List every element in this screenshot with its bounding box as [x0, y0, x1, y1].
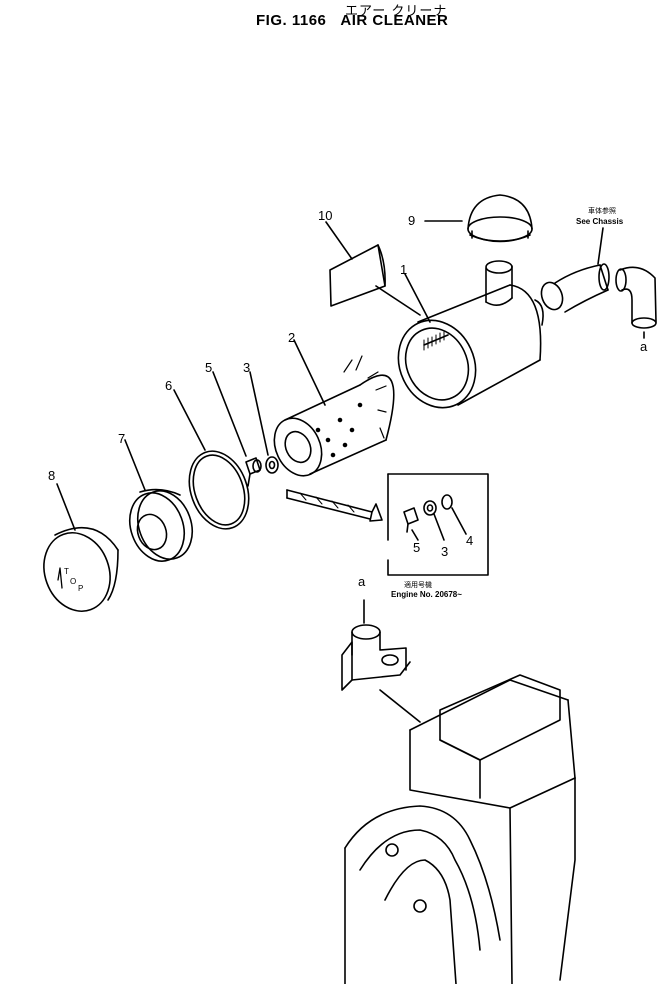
- air-cleaner-body: [397, 260, 544, 409]
- leader-7: [124, 439, 146, 491]
- filter-element: [273, 355, 395, 477]
- callout-7: 7: [118, 431, 125, 446]
- japanese-title: エアー クリーナ: [345, 4, 448, 19]
- detail-arrow: [286, 489, 383, 522]
- engine-block: [344, 777, 576, 984]
- figure-name: AIR CLEANER: [340, 12, 449, 29]
- inset-callout-4: 4: [466, 533, 473, 548]
- inlet-elbow: [341, 599, 421, 723]
- callout-8: 8: [48, 468, 55, 483]
- serial-en: Engine No. 20678~: [391, 590, 462, 599]
- callout-10: 10: [318, 208, 332, 223]
- leader-6: [173, 389, 206, 451]
- callout-9: 9: [408, 213, 415, 228]
- intake-hose: [540, 263, 610, 313]
- cap-letter-o: O: [70, 577, 76, 586]
- leader-1b: [375, 285, 421, 316]
- gasket-ring: [188, 450, 250, 530]
- callout-6: 6: [165, 378, 172, 393]
- leader-3: [249, 371, 269, 456]
- end-cover: [43, 526, 119, 612]
- wing-nut-main: [245, 457, 262, 487]
- leader-1: [404, 273, 431, 323]
- caution-plate: [329, 244, 386, 307]
- see-chassis-en: See Chassis: [576, 217, 624, 226]
- center-bolt: [423, 331, 449, 351]
- figure-title: FIG. 1166 AIR CLEANER: [256, 12, 462, 29]
- leader-10: [325, 221, 353, 260]
- precleaner-cap: [467, 194, 533, 243]
- see-chassis-jp: 車体参照: [588, 206, 616, 215]
- leader-5: [212, 371, 247, 457]
- inset-callout-3: 3: [441, 544, 448, 559]
- ref-a-top: a: [640, 339, 648, 354]
- cap-letter-t: T: [64, 567, 69, 576]
- callout-3: 3: [243, 360, 250, 375]
- cap-letter-p: P: [78, 584, 83, 593]
- leader-8: [56, 483, 76, 531]
- serial-jp: 適用号機: [404, 580, 432, 589]
- figure-number: FIG. 1166: [256, 12, 327, 29]
- elbow-hose: [615, 266, 657, 329]
- inset-detail: [387, 473, 489, 576]
- leader-see-chassis: [597, 227, 604, 265]
- callout-5: 5: [205, 360, 212, 375]
- dust-cup: [128, 488, 194, 562]
- ref-a-bottom: a: [358, 574, 366, 589]
- inset-callout-5: 5: [413, 540, 420, 555]
- engine-head: [409, 674, 576, 809]
- callout-1: 1: [400, 262, 407, 277]
- callout-2: 2: [288, 330, 295, 345]
- leader-2: [293, 339, 326, 406]
- washer-main: [265, 456, 279, 474]
